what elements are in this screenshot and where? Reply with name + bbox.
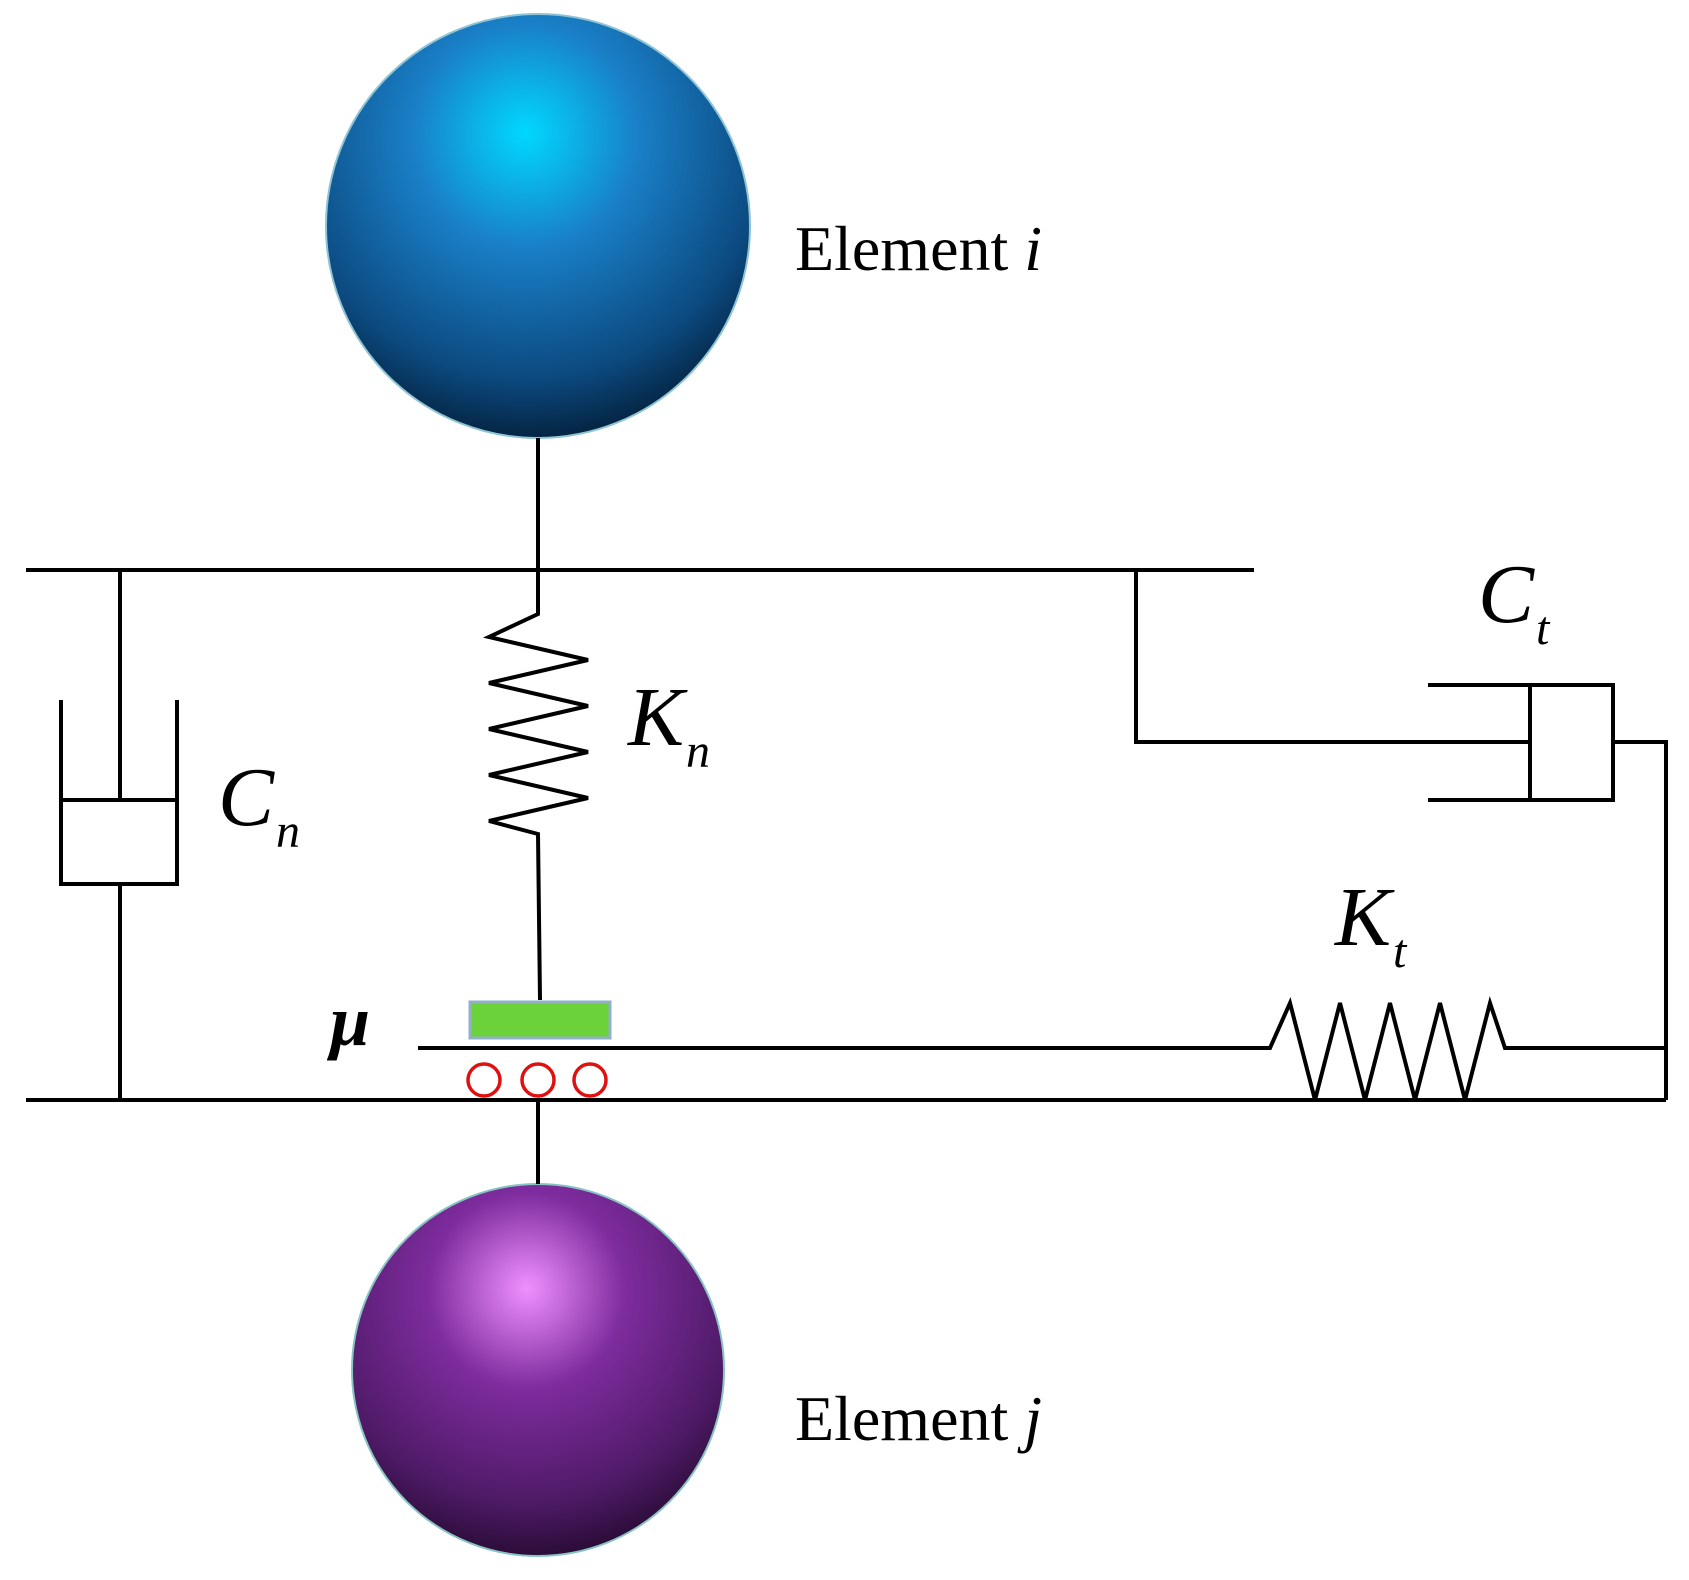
mu-label: μ [326, 981, 370, 1061]
friction-slider-block [468, 1000, 612, 1040]
normal-damper-cn [59, 570, 179, 1100]
element-i-sphere [325, 13, 751, 439]
roller [466, 1062, 502, 1098]
kn-label: Kn [627, 671, 710, 778]
element-j-label: Element j [795, 1383, 1042, 1454]
tangential-damper-ct [1134, 570, 1668, 1100]
rollers [466, 1062, 608, 1098]
tangential-spring-kt [418, 995, 1666, 1101]
element-j-sphere [351, 1183, 725, 1557]
kt-label: Kt [1334, 871, 1408, 978]
roller [520, 1062, 556, 1098]
normal-spring-kn [482, 570, 589, 1001]
element-i-label: Element i [795, 213, 1042, 284]
cn-label: Cn [218, 751, 300, 858]
ct-label: Ct [1478, 548, 1551, 655]
roller [572, 1062, 608, 1098]
